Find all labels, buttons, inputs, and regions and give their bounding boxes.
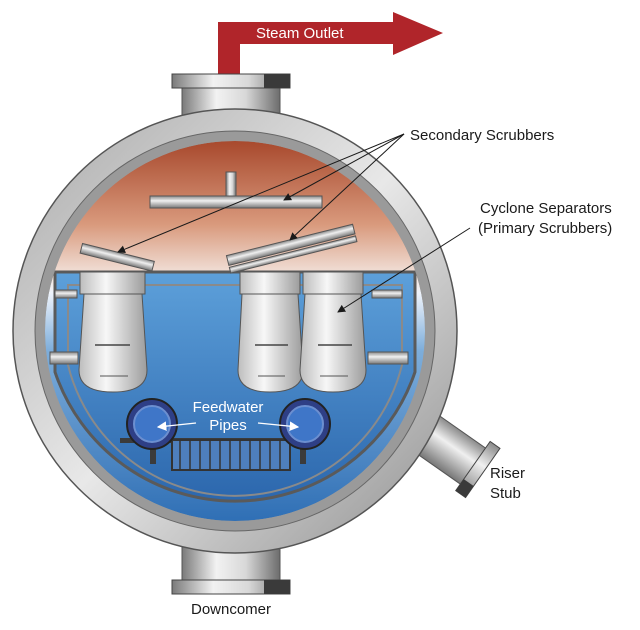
secondary-scrubbers-label: Secondary Scrubbers [410,127,554,144]
cyclone-label-line1: Cyclone Separators [480,200,612,217]
feedwater-label-line2: Pipes [209,417,247,434]
secondary-scrubber-top [149,171,323,209]
cyclone-separator-2 [237,271,304,393]
downcomer-label: Downcomer [191,601,271,618]
feedwater-manifold [171,439,291,471]
feedwater-arrow-left [156,421,197,431]
cyclone-leader [337,227,471,313]
feedwater-label-line1: Feedwater [193,399,264,416]
steam-outlet-arrow [218,12,443,80]
feedwater-arrow-right [257,421,300,431]
feedwater-pipe-left [126,398,178,450]
steam-outlet-label: Steam Outlet [256,25,344,42]
secondary-scrubbers-leaders [117,133,405,254]
drum-interior [45,141,425,521]
feedwater-pipe-right [279,398,331,450]
cyclone-separator-3 [299,271,367,393]
cyclone-label-line2: (Primary Scrubbers) [478,220,612,237]
riser-label-line2: Stub [490,485,521,502]
riser-label-line1: Riser [490,465,525,482]
cyclone-separator-1 [78,271,148,393]
